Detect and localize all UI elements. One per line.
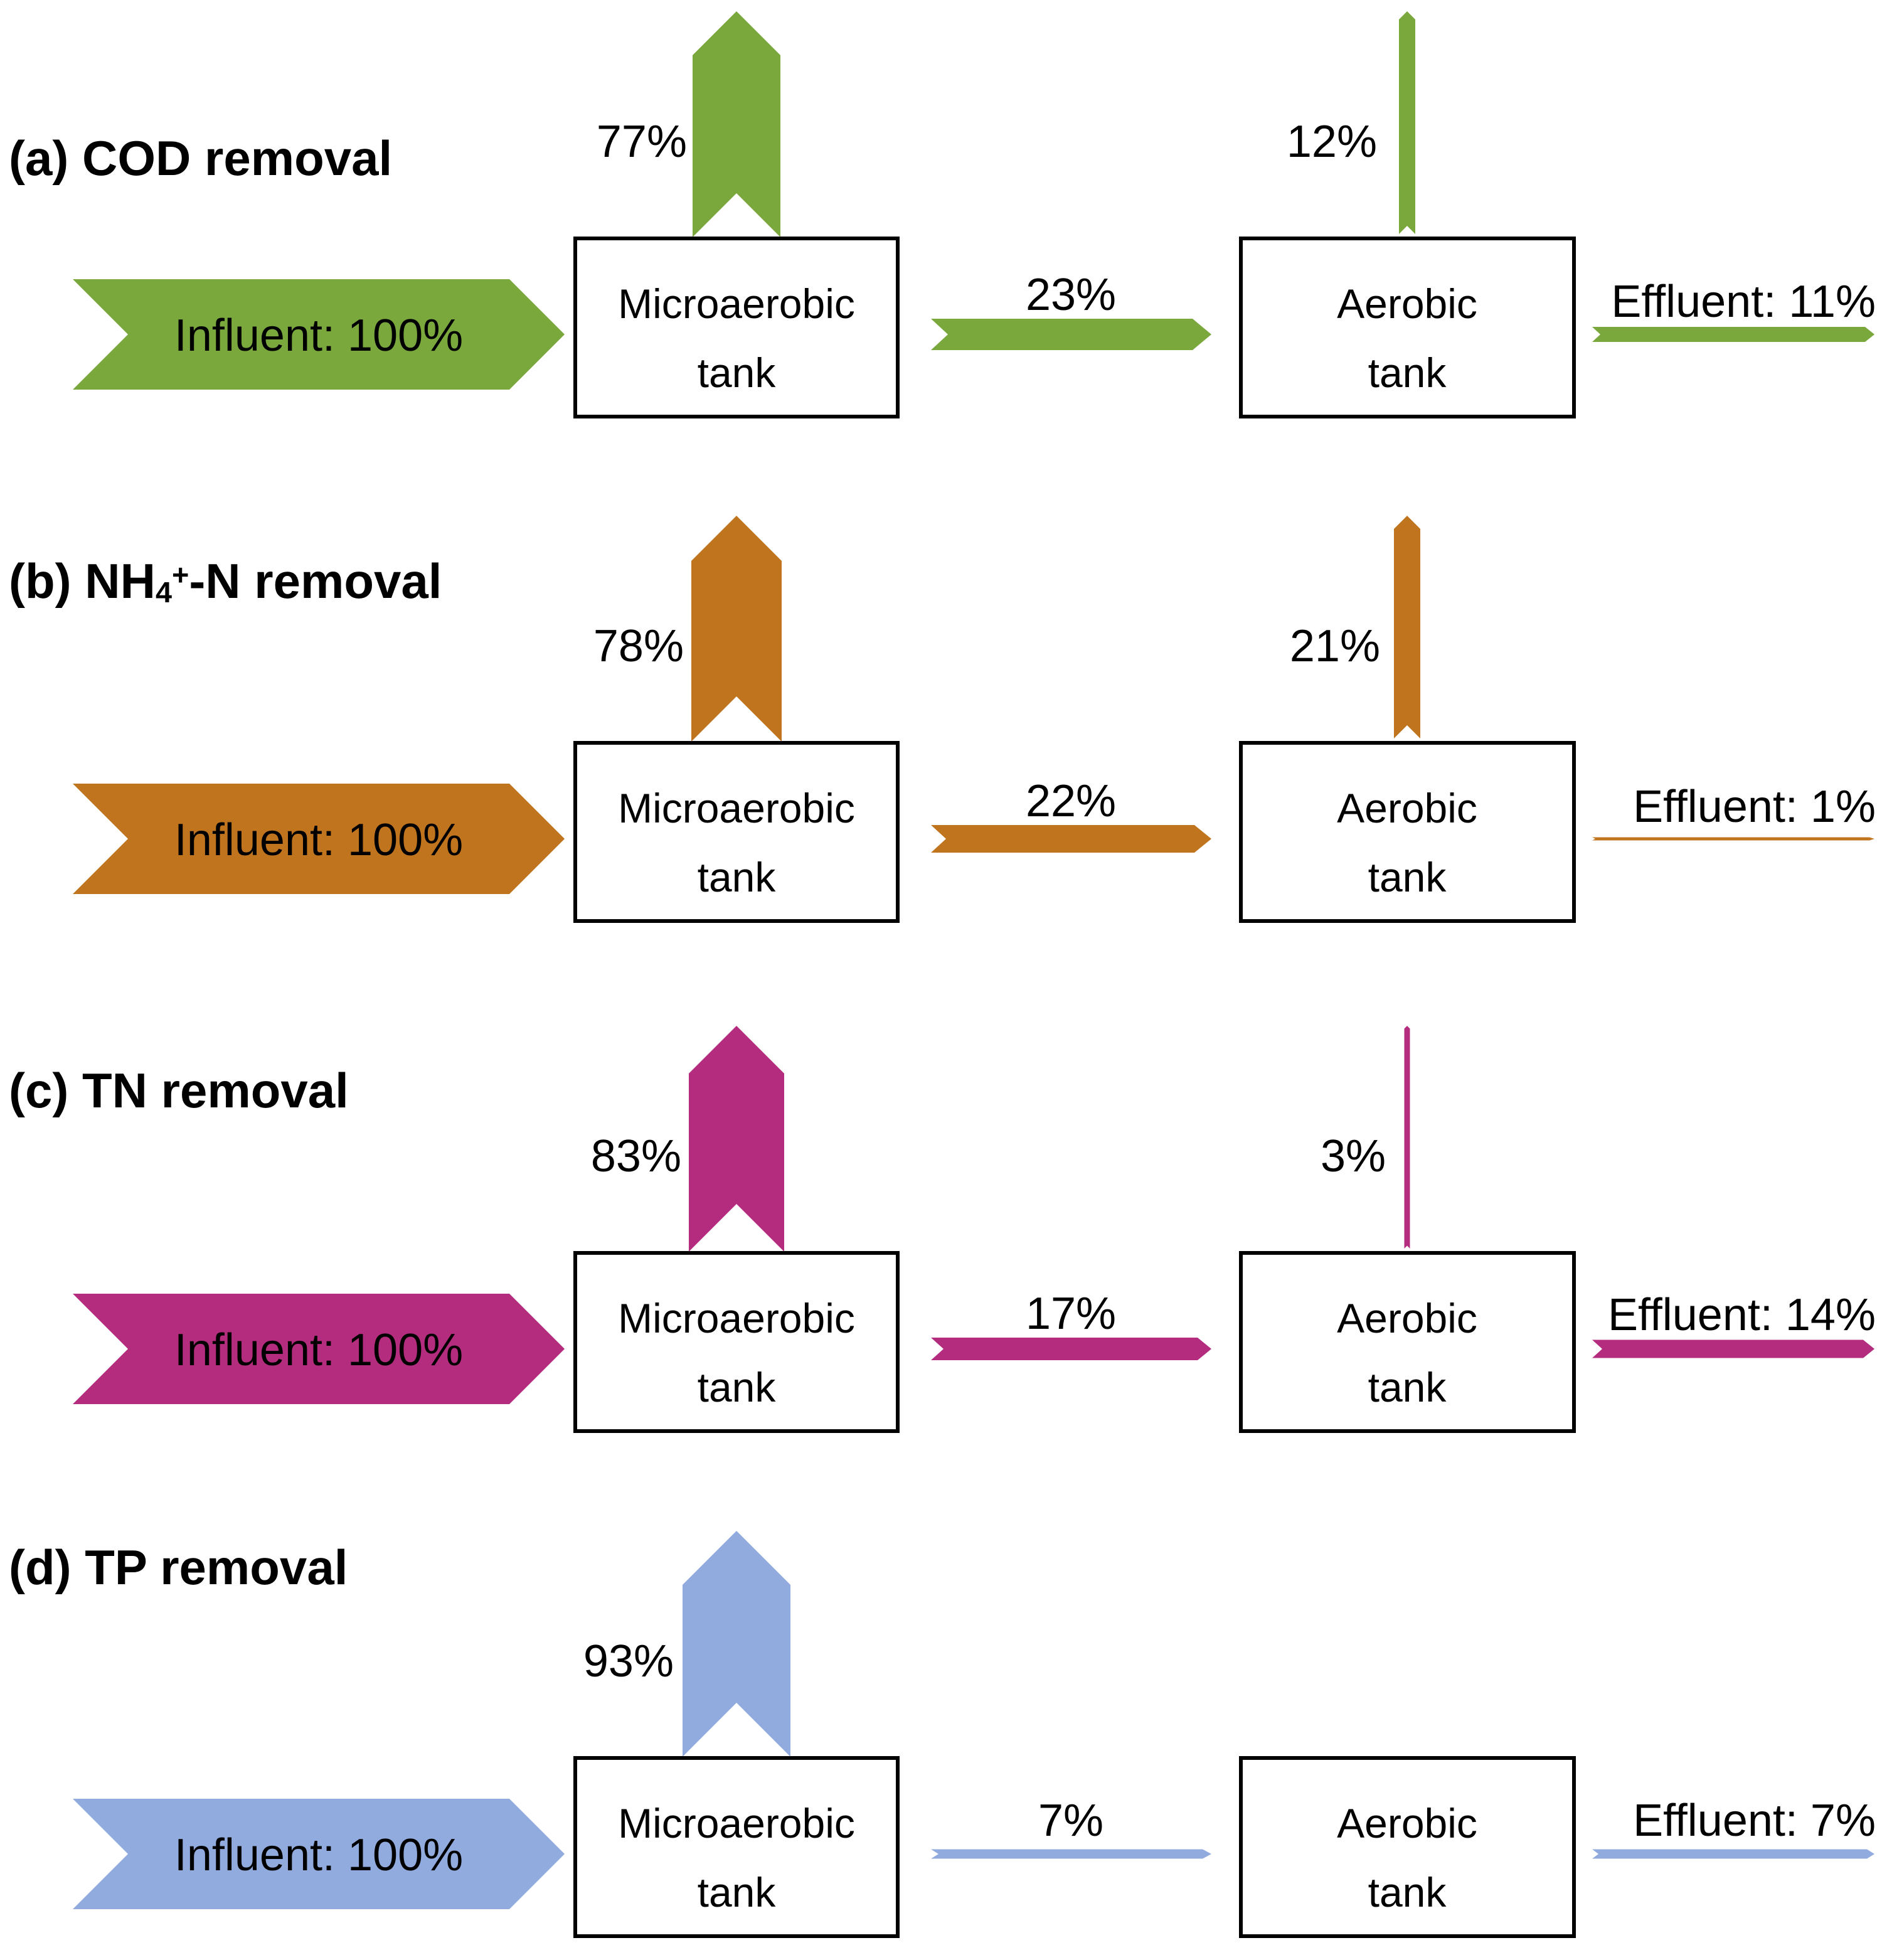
title-subscript: 4 bbox=[155, 576, 172, 609]
aerobic-tank-label: Aerobic bbox=[1337, 280, 1477, 327]
title-text: (b) NH bbox=[9, 553, 156, 609]
effluent-label: Effluent: 14% bbox=[1608, 1290, 1876, 1340]
transfer-arrow bbox=[931, 319, 1211, 350]
aerobic-tank-label: Aerobic bbox=[1337, 1800, 1477, 1846]
title-text: (d) TP removal bbox=[9, 1540, 348, 1595]
transfer-label: 23% bbox=[1026, 270, 1116, 320]
effluent-label: Effluent: 7% bbox=[1633, 1796, 1876, 1846]
effluent-arrow bbox=[1592, 1849, 1874, 1859]
effluent-arrow bbox=[1592, 327, 1874, 342]
effluent-label: Effluent: 11% bbox=[1611, 277, 1876, 327]
microaerobic-removal-up-arrow bbox=[691, 516, 782, 742]
influent-label: Influent: 100% bbox=[174, 1830, 463, 1880]
influent-label: Influent: 100% bbox=[174, 815, 463, 865]
microaerobic-removal-label: 83% bbox=[591, 1131, 681, 1181]
microaerobic-removal-up-arrow bbox=[693, 11, 780, 237]
microaerobic-tank-box bbox=[573, 741, 900, 923]
microaerobic-tank-label: Microaerobic bbox=[618, 785, 855, 831]
panel-title-a: (a) COD removal bbox=[9, 130, 393, 186]
microaerobic-tank-label: Microaerobic bbox=[618, 280, 855, 327]
microaerobic-tank-label: tank bbox=[698, 1364, 777, 1410]
microaerobic-tank-label: Microaerobic bbox=[618, 1295, 855, 1341]
panel-b: Microaerobic tank Aerobic tank Influent:… bbox=[73, 516, 1876, 923]
microaerobic-tank-label: tank bbox=[698, 854, 777, 900]
aerobic-tank-label: tank bbox=[1368, 1869, 1447, 1915]
transfer-arrow bbox=[931, 1338, 1211, 1360]
panel-title-c: (c) TN removal bbox=[9, 1065, 349, 1117]
effluent-label: Effluent: 1% bbox=[1633, 782, 1876, 832]
panel-title-b: (b) NH4+-N removal bbox=[9, 553, 442, 609]
aerobic-removal-label: 21% bbox=[1290, 621, 1380, 671]
panel-title-d: (d) TP removal bbox=[9, 1542, 348, 1594]
aerobic-tank-box bbox=[1239, 237, 1576, 418]
aerobic-tank-box bbox=[1239, 1251, 1576, 1433]
influent-label: Influent: 100% bbox=[174, 1325, 463, 1375]
aerobic-tank-label: tank bbox=[1368, 854, 1447, 900]
aerobic-removal-up-arrow bbox=[1399, 11, 1415, 234]
transfer-label: 7% bbox=[1038, 1796, 1103, 1846]
aerobic-removal-label: 3% bbox=[1321, 1131, 1386, 1181]
microaerobic-tank-box bbox=[573, 1756, 900, 1938]
microaerobic-tank-box bbox=[573, 1251, 900, 1433]
microaerobic-removal-up-arrow bbox=[683, 1531, 790, 1757]
aerobic-tank-label: tank bbox=[1368, 1364, 1447, 1410]
panel-c: Microaerobic tank Aerobic tank Influent:… bbox=[73, 1026, 1876, 1433]
title-text: (c) TN removal bbox=[9, 1063, 349, 1118]
influent-arrow bbox=[73, 1294, 565, 1404]
title-text: (a) COD removal bbox=[9, 130, 393, 186]
microaerobic-removal-label: 78% bbox=[593, 621, 684, 671]
microaerobic-tank-box bbox=[573, 237, 900, 418]
aerobic-tank-label: tank bbox=[1368, 349, 1447, 396]
microaerobic-tank-label: tank bbox=[698, 349, 777, 396]
effluent-arrow bbox=[1592, 837, 1874, 841]
microaerobic-removal-label: 77% bbox=[597, 117, 687, 167]
panel-a: Microaerobic tank Aerobic tank Influent:… bbox=[73, 11, 1876, 418]
transfer-label: 22% bbox=[1026, 776, 1116, 826]
effluent-arrow bbox=[1592, 1340, 1874, 1358]
influent-arrow bbox=[73, 1799, 565, 1909]
microaerobic-removal-label: 93% bbox=[583, 1636, 674, 1686]
aerobic-removal-up-arrow bbox=[1404, 1026, 1410, 1249]
panel-d: Microaerobic tank Aerobic tank Influent:… bbox=[73, 1531, 1876, 1938]
influent-label: Influent: 100% bbox=[174, 311, 463, 361]
microaerobic-tank-label: tank bbox=[698, 1869, 777, 1915]
influent-arrow bbox=[73, 279, 565, 390]
transfer-label: 17% bbox=[1026, 1289, 1116, 1339]
aerobic-tank-label: Aerobic bbox=[1337, 1295, 1477, 1341]
transfer-arrow bbox=[931, 825, 1211, 853]
aerobic-removal-label: 12% bbox=[1287, 117, 1377, 167]
influent-arrow bbox=[73, 784, 565, 894]
aerobic-removal-up-arrow bbox=[1394, 516, 1420, 738]
title-text: -N removal bbox=[189, 553, 442, 609]
aerobic-tank-box bbox=[1239, 1756, 1576, 1938]
aerobic-tank-label: Aerobic bbox=[1337, 785, 1477, 831]
aerobic-tank-box bbox=[1239, 741, 1576, 923]
title-superscript: + bbox=[171, 558, 189, 591]
microaerobic-removal-up-arrow bbox=[689, 1026, 784, 1252]
microaerobic-tank-label: Microaerobic bbox=[618, 1800, 855, 1846]
transfer-arrow bbox=[931, 1849, 1211, 1859]
